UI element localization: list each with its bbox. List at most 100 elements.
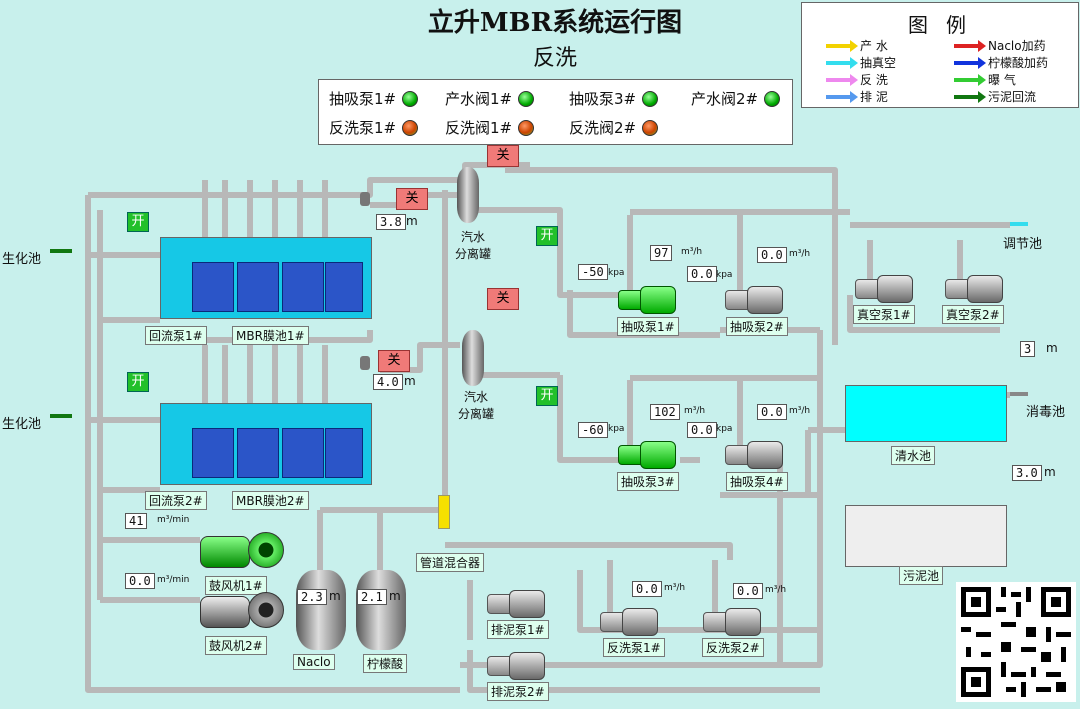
tank-1-level: 3.8 <box>376 214 406 230</box>
drain-pump-1-label: 排泥泵1# <box>487 620 549 639</box>
status-panel: 抽吸泵1# 产水阀1# 抽吸泵3# 产水阀2# 反洗泵1# 反洗阀1# 反洗阀2… <box>318 79 793 145</box>
blower-1[interactable] <box>200 530 284 570</box>
level-gauge-icon <box>360 356 370 370</box>
pressure-1-unit: kpa <box>608 268 625 278</box>
suction-pump-1-label: 抽吸泵1# <box>617 317 679 336</box>
valve-close-button[interactable]: 关 <box>396 188 428 210</box>
air-flow-1-value: 41 <box>125 513 148 529</box>
pipe-mixer-label: 管道混合器 <box>416 553 485 572</box>
sludge-pool[interactable] <box>845 505 1007 567</box>
tank-1-level-unit: m <box>406 214 418 228</box>
membrane-module <box>192 428 234 478</box>
flow-3-unit: m³/h <box>684 406 706 416</box>
arrow-right-icon <box>1010 392 1028 396</box>
naclo-level-unit: m <box>329 589 341 603</box>
arrow-right-icon <box>1010 222 1028 226</box>
pressure-3-value: -60 <box>578 422 608 438</box>
separator-tank-2[interactable] <box>462 330 484 386</box>
status-product-valve-1: 产水阀1# <box>445 88 535 109</box>
clear-pool-level-unit: m <box>1046 341 1058 355</box>
naclo-tank[interactable] <box>296 570 346 650</box>
membrane-module <box>237 428 279 478</box>
bio-pool-label-2: 生化池 <box>2 417 42 432</box>
drain-pump-2-label: 排泥泵2# <box>487 682 549 701</box>
air-flow-1-unit: m³/min <box>157 515 190 525</box>
citric-acid-tank[interactable] <box>356 570 406 650</box>
membrane-module <box>282 262 324 312</box>
drain-pump-2[interactable] <box>487 652 545 680</box>
valve-open-button[interactable]: 开 <box>536 386 558 406</box>
membrane-module <box>325 428 363 478</box>
legend-panel: 图例 产 水 抽真空 反 洗 排 泥 Naclo加药 柠檬酸加药 曝 气 污泥回… <box>801 2 1079 108</box>
separator-tank-1[interactable] <box>457 167 479 223</box>
return-pump-2-label: 回流泵2# <box>145 491 207 510</box>
drain-pump-1[interactable] <box>487 590 545 618</box>
status-backwash-valve-1: 反洗阀1# <box>445 117 535 138</box>
valve-open-button[interactable]: 开 <box>127 372 149 392</box>
suction-pump-4[interactable] <box>725 441 783 469</box>
status-backwash-pump-1: 反洗泵1# <box>329 117 419 138</box>
clear-water-pool-label: 清水池 <box>891 446 936 465</box>
air-flow-2-unit: m³/min <box>157 575 190 585</box>
blower-1-label: 鼓风机1# <box>205 576 267 595</box>
citric-level-unit: m <box>389 589 401 603</box>
flow-2-value: 0.0 <box>757 247 787 263</box>
backwash-pump-2[interactable] <box>703 608 761 636</box>
page-title: 立升MBR系统运行图 <box>427 8 683 38</box>
page-subtitle: 反洗 <box>532 46 577 71</box>
return-pump-1-label: 回流泵1# <box>145 326 207 345</box>
blower-2[interactable] <box>200 590 284 630</box>
backwash-pump-1[interactable] <box>600 608 658 636</box>
suction-pump-1[interactable] <box>618 286 676 314</box>
arrow-icon <box>826 39 858 52</box>
tank-2-level-unit: m <box>404 374 416 388</box>
flow-1-unit: m³/h <box>681 247 703 257</box>
valve-open-button[interactable]: 开 <box>127 212 149 232</box>
valve-close-button[interactable]: 关 <box>378 350 410 372</box>
suction-pump-4-label: 抽吸泵4# <box>726 472 788 491</box>
arrow-icon <box>826 56 858 69</box>
disinfection-pool-label: 消毒池 <box>1026 405 1066 420</box>
backwash-flow-1-unit: m³/h <box>664 583 686 593</box>
clear-water-pool[interactable] <box>845 385 1007 442</box>
pressure-3-unit: kpa <box>608 424 625 434</box>
backwash-flow-1-value: 0.0 <box>632 581 662 597</box>
citric-level: 2.1 <box>357 589 387 605</box>
flow-4-unit: m³/h <box>789 406 811 416</box>
tank-2-level: 4.0 <box>373 374 403 390</box>
arrow-icon <box>954 39 986 52</box>
valve-open-button[interactable]: 开 <box>536 226 558 246</box>
sludge-pool-label: 污泥池 <box>899 566 944 585</box>
suction-pump-2[interactable] <box>725 286 783 314</box>
status-suction-pump-3: 抽吸泵3# <box>569 88 659 109</box>
membrane-module <box>192 262 234 312</box>
vacuum-pump-2[interactable] <box>945 275 1003 303</box>
naclo-level: 2.3 <box>297 589 327 605</box>
status-product-valve-2: 产水阀2# <box>691 88 781 109</box>
status-led-icon <box>402 119 419 136</box>
flow-4-value: 0.0 <box>757 404 787 420</box>
legend-title: 图例 <box>908 13 984 37</box>
vacuum-pump-1[interactable] <box>855 275 913 303</box>
clear-pool-level: 3 <box>1020 341 1036 357</box>
backwash-pump-1-label: 反洗泵1# <box>603 638 665 657</box>
status-led-icon <box>642 119 659 136</box>
bio-pool-label-1: 生化池 <box>2 252 42 267</box>
qr-code <box>956 582 1076 702</box>
backwash-flow-2-unit: m³/h <box>765 585 787 595</box>
valve-close-button[interactable]: 关 <box>487 145 519 167</box>
status-suction-pump-1: 抽吸泵1# <box>329 88 419 109</box>
arrow-left-icon <box>50 414 72 418</box>
air-flow-2-value: 0.0 <box>125 573 155 589</box>
valve-close-button[interactable]: 关 <box>487 288 519 310</box>
qr-code-icon <box>961 587 1071 697</box>
flow-2-unit: m³/h <box>789 249 811 259</box>
suction-pump-3[interactable] <box>618 441 676 469</box>
status-led-icon <box>518 119 535 136</box>
pipe-mixer <box>438 495 450 529</box>
suction-pump-3-label: 抽吸泵3# <box>617 472 679 491</box>
flow-1-value: 97 <box>650 245 673 261</box>
arrow-icon <box>826 90 858 103</box>
separator-2-label: 汽水 分离罐 <box>457 390 494 421</box>
